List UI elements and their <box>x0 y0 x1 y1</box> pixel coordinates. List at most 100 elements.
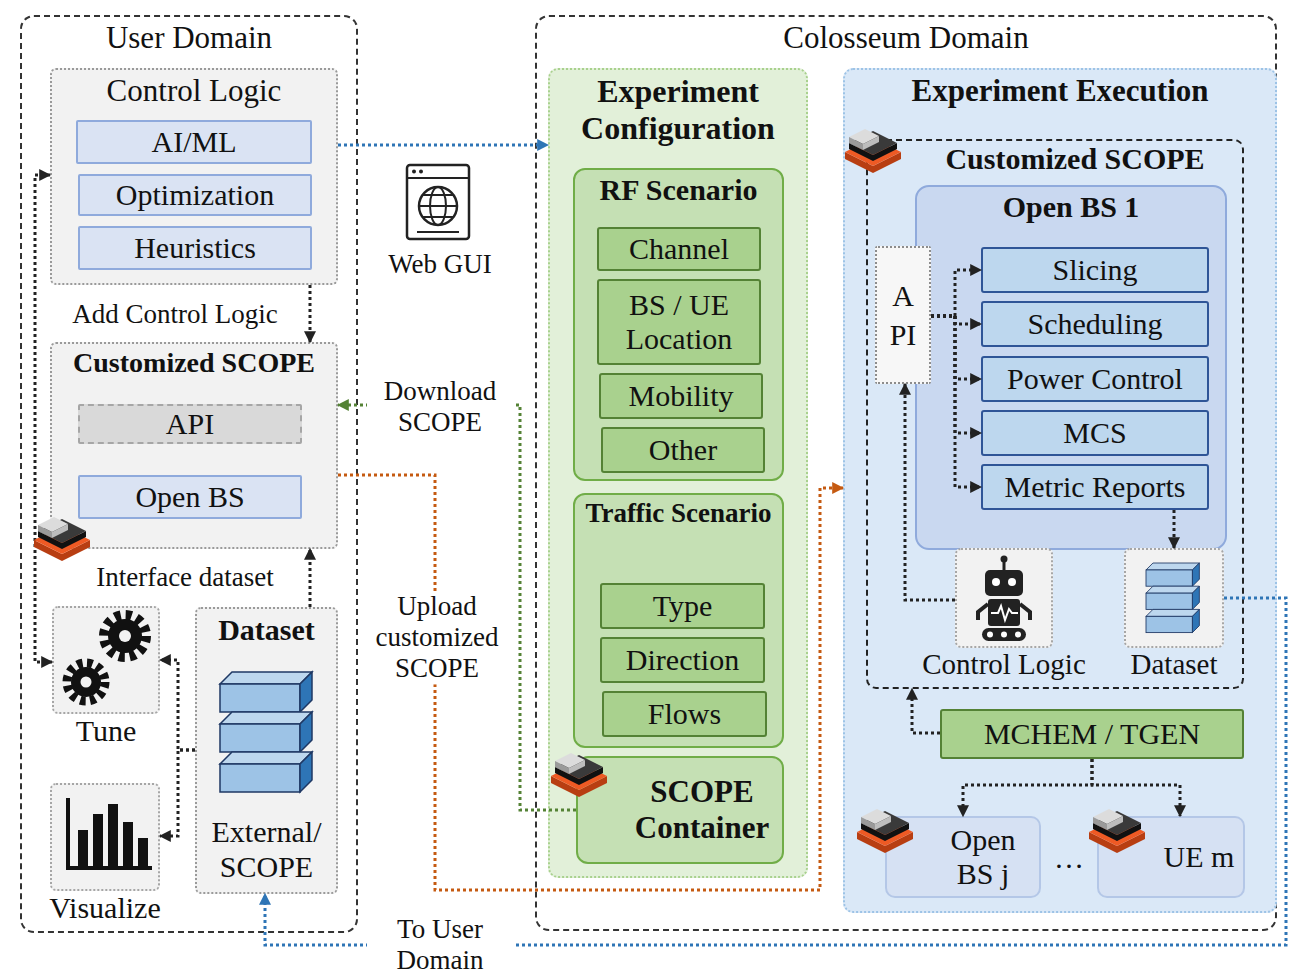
box-label: External/ SCOPE <box>201 815 332 884</box>
robot-icon <box>978 556 1030 642</box>
process-box: Scheduling <box>981 301 1209 347</box>
box-label: Open BS <box>131 480 248 515</box>
robot-icon <box>987 632 993 638</box>
bar-chart-icon <box>78 830 88 866</box>
process-box: API <box>78 404 302 444</box>
group-heading: Control Logic <box>52 70 336 109</box>
group-heading: Colosseum Domain <box>537 17 1275 56</box>
web-gui-icon <box>417 231 459 233</box>
connector-arrow <box>338 475 843 890</box>
database-icon <box>1146 563 1199 586</box>
process-box: Open BS <box>78 475 302 519</box>
gears-icon <box>81 677 92 688</box>
edge-label: Interface dataset <box>93 562 277 593</box>
connector-arrow <box>338 405 576 810</box>
box-label: Flows <box>644 697 725 732</box>
scope-logo <box>551 753 607 797</box>
group-panel: User DomainControl LogicAI/ML Optimizatio… <box>20 15 358 933</box>
process-box: Type <box>600 583 765 629</box>
connector-arrow <box>309 549 312 607</box>
edge-label: Download SCOPE <box>367 376 513 438</box>
robot-icon <box>1001 632 1007 638</box>
connector-arrow <box>931 270 981 316</box>
bar-chart-icon <box>68 798 152 868</box>
process-box: BS / UE Location <box>597 279 761 365</box>
web-gui-icon <box>407 165 469 239</box>
bar-chart-icon <box>108 804 118 866</box>
group-heading: Experiment Configuration <box>550 70 806 147</box>
edge-label: To User Domain <box>367 914 513 976</box>
gears-icon <box>108 619 142 653</box>
robot-icon <box>991 606 1018 620</box>
box-label: Visualize <box>49 891 161 926</box>
web-gui-icon <box>423 194 453 196</box>
connector-arrow <box>160 750 195 836</box>
edge-label: Web GUI <box>385 249 495 280</box>
database-icon <box>1146 586 1199 609</box>
process-box: Heuristics <box>78 226 312 270</box>
box-label: Slicing <box>1048 253 1141 288</box>
group-panel: Experiment Configuration RF ScenarioChann… <box>548 68 808 878</box>
process-box: Flows <box>602 691 767 737</box>
scope-logo <box>1089 809 1145 853</box>
connector-arrow <box>338 144 548 147</box>
box-label: Type <box>649 589 717 624</box>
box-label: Open BS j <box>927 823 1039 892</box>
scope-logo <box>34 129 1145 853</box>
process-box: AI/ML <box>76 120 312 164</box>
box-label: API <box>888 276 918 354</box>
process-box: Direction <box>600 637 765 683</box>
process-box: Slicing <box>981 247 1209 293</box>
connector-arrow <box>912 689 940 733</box>
box-label: Other <box>645 433 721 468</box>
process-box: Mobility <box>599 373 763 419</box>
box-label: UE m <box>1160 840 1239 875</box>
box-label: Tune <box>76 714 137 749</box>
robot-icon <box>982 628 1026 641</box>
database-icon <box>220 712 312 752</box>
component-box: SCOPE Container <box>576 756 784 864</box>
web-gui-icon <box>419 187 457 225</box>
scope-logo <box>34 517 90 561</box>
process-box: Optimization <box>78 174 312 216</box>
gears-icon <box>104 615 146 657</box>
box-label: AI/ML <box>148 125 241 160</box>
gears-icon <box>67 663 105 701</box>
group-panel: Experiment ExecutionCustomized SCOPEOpen… <box>843 68 1277 913</box>
group-heading: User Domain <box>22 17 356 56</box>
ellipsis-label: … <box>1054 841 1084 876</box>
group-heading: Open BS 1 <box>917 187 1225 225</box>
web-gui-icon <box>419 170 423 174</box>
gears-icon <box>119 630 131 642</box>
api-bar: API <box>875 246 931 384</box>
robot-icon <box>992 578 1000 586</box>
box-label: MCS <box>1059 416 1130 451</box>
box-label: SCOPE Container <box>622 774 782 845</box>
gears-icon <box>71 667 101 697</box>
robot-icon <box>1020 604 1030 620</box>
box-label: Scheduling <box>1024 307 1167 342</box>
group-panel: RF ScenarioChannelBS / UE LocationMobili… <box>573 168 784 481</box>
database-icon <box>1146 609 1199 632</box>
group-heading: Dataset <box>218 613 315 648</box>
box-label: Dataset <box>1131 648 1218 681</box>
box-label: Control Logic <box>922 648 1086 681</box>
box-label: Heuristics <box>130 231 260 266</box>
box-label: Mobility <box>624 379 737 414</box>
group-panel: Traffic ScenarioTypeDirectionFlows <box>573 493 784 748</box>
process-box: MCS <box>981 410 1209 456</box>
box-label: Optimization <box>112 178 278 213</box>
connector-arrow <box>309 285 312 342</box>
group-heading: Traffic Scenario <box>575 495 782 529</box>
bar-chart-icon <box>138 838 148 866</box>
connector-arrow <box>1092 759 1180 816</box>
database-icon <box>220 672 312 792</box>
group-panel: Open BS 1APISlicingSchedulingPower Contr… <box>915 185 1227 550</box>
box-label: BS / UE Location <box>599 288 759 357</box>
box-label: Direction <box>622 643 743 678</box>
group-heading: Customized SCOPE <box>52 344 336 379</box>
connector-arrow <box>931 316 981 487</box>
bar-chart-icon <box>68 798 152 868</box>
bar-chart-icon <box>123 822 133 866</box>
robot-icon <box>1008 578 1016 586</box>
